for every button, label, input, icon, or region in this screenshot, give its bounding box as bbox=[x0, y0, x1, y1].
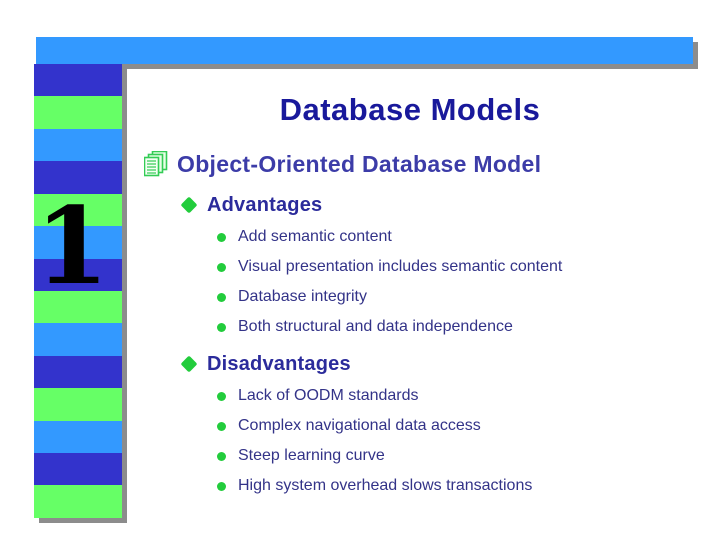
diamond-bullet-icon bbox=[180, 355, 198, 373]
stripe-green bbox=[34, 388, 122, 421]
bullet-level1: Object-Oriented Database Model bbox=[126, 150, 694, 178]
list-item-label: High system overhead slows transactions bbox=[238, 477, 533, 494]
stripe-green bbox=[34, 290, 122, 324]
stripe-green bbox=[34, 96, 122, 129]
list-item: Both structural and data independence bbox=[126, 317, 694, 337]
stripe-dark-blue bbox=[34, 355, 122, 389]
stripe-sidebar bbox=[34, 64, 122, 518]
stripe-light-blue bbox=[34, 323, 122, 356]
circle-bullet-icon bbox=[217, 481, 226, 491]
circle-bullet-icon bbox=[217, 322, 226, 332]
list-item: Visual presentation includes semantic co… bbox=[126, 257, 694, 277]
list-item-label: Add semantic content bbox=[238, 228, 392, 245]
circle-bullet-icon bbox=[217, 421, 226, 431]
stripe-dark-blue bbox=[34, 161, 122, 194]
stripe-dark-blue bbox=[34, 258, 122, 291]
stripe-dark-blue bbox=[34, 453, 122, 486]
list-item-label: Visual presentation includes semantic co… bbox=[238, 258, 563, 275]
stripe-dark-blue bbox=[34, 64, 122, 97]
page-title: Database Models bbox=[279, 92, 541, 127]
stripe-green bbox=[34, 193, 122, 227]
list-item-label: Lack of OODM standards bbox=[238, 387, 419, 404]
diamond-bullet-icon bbox=[180, 196, 198, 214]
circle-bullet-icon bbox=[217, 262, 226, 272]
list-item-label: Both structural and data independence bbox=[238, 318, 513, 335]
circle-bullet-icon bbox=[217, 451, 226, 461]
circle-bullet-icon bbox=[217, 292, 226, 302]
bullet-level2: Advantages bbox=[126, 193, 694, 217]
bullet-level2: Disadvantages bbox=[126, 352, 694, 376]
documents-icon bbox=[143, 150, 168, 177]
stripe-light-blue bbox=[34, 420, 122, 454]
list-item: Steep learning curve bbox=[126, 446, 694, 466]
slide-number: 1 bbox=[35, 183, 109, 308]
circle-bullet-icon bbox=[217, 391, 226, 401]
list-item: Database integrity bbox=[126, 287, 694, 307]
section-heading: Disadvantages bbox=[207, 352, 351, 375]
list-item-label: Steep learning curve bbox=[238, 447, 385, 464]
list-item: Lack of OODM standards bbox=[126, 386, 694, 406]
stripe-green bbox=[34, 485, 122, 518]
stripe-light-blue bbox=[34, 128, 122, 162]
list-item-label: Complex navigational data access bbox=[238, 417, 481, 434]
section-heading: Advantages bbox=[207, 193, 323, 216]
list-item: Complex navigational data access bbox=[126, 416, 694, 436]
top-accent-bar bbox=[36, 37, 693, 64]
bullet-level1-label: Object-Oriented Database Model bbox=[177, 150, 542, 177]
list-item-label: Database integrity bbox=[238, 288, 367, 305]
stripe-light-blue bbox=[34, 226, 122, 259]
list-item: Add semantic content bbox=[126, 227, 694, 247]
circle-bullet-icon bbox=[217, 232, 226, 242]
list-item: High system overhead slows transactions bbox=[126, 476, 694, 496]
slide-content: Database Models Object-Oriented Data bbox=[126, 80, 694, 496]
